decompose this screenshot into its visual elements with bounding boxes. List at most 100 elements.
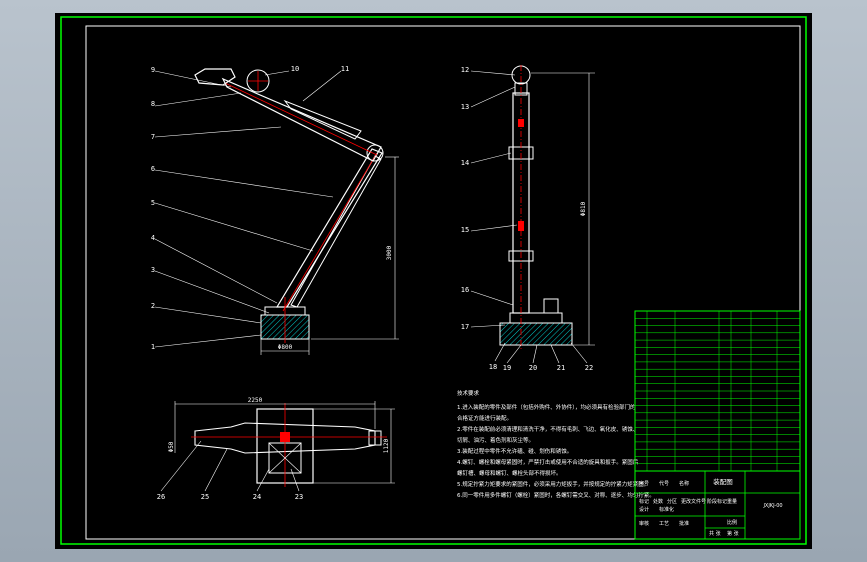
note-line: 2.零件在装配前必须清理和清洗干净，不得有毛刺、飞边、氧化皮、锈蚀、 [457,425,638,433]
label-8: 8 [151,100,155,108]
label-16: 16 [461,286,469,294]
label-5: 5 [151,199,155,207]
side-view: 3000 Φ800 9 8 7 6 [151,65,399,355]
top-right-dimension: 1120 [383,438,390,453]
outer-border [60,16,807,545]
leader-5 [154,202,314,252]
label-10: 10 [291,65,299,73]
leader-20 [532,344,538,364]
front-base [499,322,573,346]
label-23: 23 [295,493,303,501]
top-left-dimension: Φ50 [168,441,175,452]
lower-arm-cylinder [290,155,382,308]
top-view: 2250 Φ50 1120 26 25 24 23 [157,397,395,501]
leader-8 [154,92,242,107]
title-row-label: 名称 [679,480,689,487]
footer-label: 批准 [679,520,689,527]
title-row-label: 序号 [639,480,649,487]
top-gripper [368,430,382,446]
note-line: 6.同一零件用多件螺钉（螺栓）紧固时，各螺钉需交叉、对称、逐步、均匀拧紧。 [457,491,655,499]
leader-2 [154,306,262,324]
label-6: 6 [151,165,155,173]
note-line: 1.进入装配的零件及部件（包括外购件、外协件），均必须具有检验部门的 [457,403,636,411]
label-17: 17 [461,323,469,331]
leader-17 [470,324,506,328]
label-3: 3 [151,266,155,274]
scale-label: 比例 [727,519,737,526]
lower-arm-centerline [282,152,378,312]
leader-12 [470,70,516,76]
title-row-label: 代号 [659,480,669,487]
note-line: 5.规定拧紧力矩要求的紧固件，必须采用力矩扳手，并按规定的拧紧力矩紧固。 [457,480,649,488]
motor [246,69,270,93]
label-21: 21 [557,364,565,372]
leader-4 [154,238,278,304]
gripper [194,68,236,86]
leader-21 [550,344,560,364]
label-22: 22 [585,364,593,372]
label-26: 26 [157,493,165,501]
leader-25 [204,448,228,492]
scale-label: 重量 [727,498,737,505]
side-height-dimension: 3000 [386,245,393,260]
side-base-width-dimension: Φ800 [278,344,293,351]
front-base-plate [509,312,563,324]
leader-1 [154,334,262,348]
footer-label: 工艺 [659,521,669,527]
top-diag-2 [268,442,302,474]
label-20: 20 [529,364,537,372]
front-view: Φ810 12 13 14 15 16 17 18 19 [461,65,595,372]
scale-label: 阶段标记 [707,498,727,505]
title-block: 序号 代号 名称 装配图 JXJKJ-00 标记 处数 分区 更改文件号 设计 … [634,310,801,540]
leader-14 [470,152,512,164]
leader-16 [470,290,514,306]
note-line: 螺钉槽、螺母和螺钉、螺栓头部不得损坏。 [457,469,562,477]
leader-10 [264,70,290,76]
technical-notes: 技术要求 1.进入装配的零件及部件（包括外购件、外协件），均必须具有检验部门的 … [457,389,655,499]
cad-drawing: 3000 Φ800 9 8 7 6 [60,16,807,545]
inner-frame [85,25,801,540]
drawing-title: 装配图 [713,477,733,486]
footer-label: 设计 [639,506,649,513]
label-18: 18 [489,363,497,371]
label-12: 12 [461,66,469,74]
leader-19 [506,344,522,364]
label-7: 7 [151,133,155,141]
drawing-code: JXJKJ-00 [762,503,782,509]
lower-arm [275,148,383,308]
leader-23 [290,468,300,492]
footer-label: 处数 [653,498,663,505]
leader-13 [470,86,516,108]
label-1: 1 [151,343,155,351]
footer-label: 更改文件号 [681,498,706,505]
front-marker-2 [518,221,524,231]
note-line: 切屑、油污、着色剂和灰尘等。 [457,436,534,444]
leader-7 [154,126,282,138]
parts-grid [635,311,800,471]
label-13: 13 [461,103,469,111]
leader-24 [256,468,270,492]
leader-15 [470,224,518,232]
upper-arm [221,77,382,162]
label-25: 25 [201,493,209,501]
sheet-number: 第 张 [727,530,739,537]
front-height-dimension: Φ810 [580,201,587,216]
notes-heading: 技术要求 [457,389,480,397]
label-14: 14 [461,159,469,167]
leader-26 [160,440,202,492]
note-line: 合格证方能进行装配。 [457,414,512,422]
label-9: 9 [151,66,155,74]
leader-11 [302,70,342,102]
label-2: 2 [151,302,155,310]
leader-3 [154,270,270,314]
note-line: 3.装配过程中零件不允许磕、碰、划伤和锈蚀。 [457,447,572,455]
upper-arm-centerline [224,82,378,156]
leader-18 [494,342,506,362]
front-base-side-block [543,298,559,314]
footer-label: 标记 [639,498,649,505]
sheet-count: 共 张 [709,530,721,537]
label-24: 24 [253,493,261,501]
footer-label: 标准化 [659,506,674,513]
leader-22 [570,342,588,364]
label-19: 19 [503,364,511,372]
